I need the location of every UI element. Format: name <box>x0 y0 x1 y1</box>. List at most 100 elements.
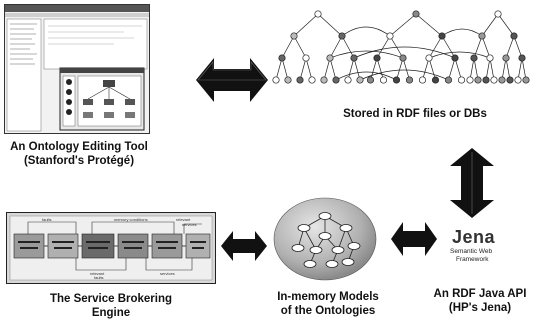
rdf-edge <box>353 57 361 81</box>
rdf-node <box>457 76 466 84</box>
rdf-edge <box>448 57 456 81</box>
memory-jena-double-arrow <box>391 222 437 256</box>
rdf-node <box>373 54 381 62</box>
rdf-edge <box>323 57 331 81</box>
rdf-node <box>498 76 506 84</box>
rdf-node <box>379 76 388 84</box>
rdf-arc <box>329 50 404 59</box>
rdf-edge <box>275 57 283 81</box>
rdf-node <box>466 76 474 84</box>
rdf-node <box>486 54 494 62</box>
rdf-node <box>502 54 510 62</box>
svg-text:faults: faults <box>42 217 52 222</box>
rdf-edge <box>497 13 515 37</box>
protege-rdf-double-arrow <box>196 58 268 102</box>
rdf-edge <box>402 57 410 81</box>
rdf-edge <box>341 35 355 59</box>
rdf-arc <box>359 69 449 81</box>
svg-text:faults: faults <box>94 275 104 280</box>
rdf-edge <box>281 35 295 59</box>
broker-memory-double-arrow <box>221 231 267 261</box>
rdf-node <box>412 10 420 18</box>
rdf-arc <box>428 51 491 59</box>
rdf-node <box>438 32 446 40</box>
broker-caption: The Service Brokering Engine <box>6 292 216 320</box>
protege-screenshot <box>4 4 150 134</box>
rdf-node <box>302 54 310 62</box>
inmemory-model-sphere <box>273 197 377 281</box>
rdf-node <box>510 32 518 40</box>
rdf-node <box>399 54 407 62</box>
rdf-edge <box>370 57 378 81</box>
rdf-node <box>474 76 482 84</box>
rdf-edge <box>473 35 483 59</box>
rdf-node <box>308 76 316 84</box>
rdf-graph <box>272 10 530 84</box>
rdf-node <box>344 76 352 84</box>
rdf-node <box>320 76 328 84</box>
svg-text:services: services <box>160 271 175 276</box>
rdf-caption: Stored in RDF files or DBs <box>343 108 487 120</box>
rdf-node <box>451 54 459 62</box>
jena-logo: Jena Semantic Web Framework <box>446 228 504 272</box>
rdf-edge <box>469 57 475 81</box>
rdf-node <box>490 76 498 84</box>
rdf-node <box>366 76 375 84</box>
rdf-node <box>296 76 304 84</box>
rdf-arc <box>335 71 397 81</box>
rdf-node <box>494 10 502 18</box>
rdf-edge <box>505 35 515 59</box>
protege-caption-line2: (Stanford's Protégé) <box>23 155 135 167</box>
svg-text:memory conditions: memory conditions <box>114 217 148 222</box>
rdf-edge <box>347 57 355 81</box>
rdf-arc <box>441 28 483 37</box>
rdf-node <box>386 32 394 40</box>
rdf-jena-double-arrow <box>450 148 494 218</box>
rdf-node <box>314 10 322 18</box>
inmemory-caption: In-memory Models of the Ontologies <box>268 290 388 318</box>
rdf-node <box>482 76 490 84</box>
rdf-arc <box>341 26 391 37</box>
rdf-edge <box>428 57 436 81</box>
jena-logo-sub1: Semantic Web <box>450 248 493 255</box>
rdf-edge <box>428 35 443 59</box>
rdf-node <box>425 54 433 62</box>
rdf-edge <box>473 57 479 81</box>
rdf-edge <box>501 57 507 81</box>
rdf-edge <box>376 35 391 59</box>
rdf-node <box>284 76 292 84</box>
rdf-node <box>506 76 514 84</box>
rdf-node <box>522 76 530 84</box>
rdf-node <box>470 54 478 62</box>
rdf-edge <box>293 13 319 37</box>
rdf-node <box>478 32 486 40</box>
rdf-edge <box>489 57 495 81</box>
rdf-edge <box>521 57 527 81</box>
rdf-node <box>332 76 340 84</box>
rdf-node <box>431 76 440 84</box>
broker-caption-line2: Engine <box>91 307 131 319</box>
inmemory-caption-line1: In-memory Models <box>277 291 379 303</box>
rdf-edge <box>293 35 307 59</box>
rdf-node <box>350 54 358 62</box>
rdf-edge <box>481 13 499 37</box>
rdf-node <box>290 32 298 40</box>
jena-logo-text: Jena <box>452 227 496 247</box>
rdf-edge <box>281 57 289 81</box>
rdf-edge <box>517 57 523 81</box>
broker-caption-line1: The Service Brokering <box>49 293 173 305</box>
rdf-node <box>326 54 334 62</box>
jena-caption-line2: (HP's Jena) <box>448 302 512 314</box>
rdf-node <box>356 76 364 84</box>
rdf-node <box>444 76 453 84</box>
rdf-edge <box>329 57 337 81</box>
rdf-node <box>418 76 427 84</box>
rdf-edge <box>396 57 404 81</box>
rdf-edge <box>389 13 417 37</box>
svg-text:services: services <box>182 222 197 227</box>
rdf-node <box>338 32 346 40</box>
rdf-edge <box>422 57 430 81</box>
rdf-edge <box>305 57 313 81</box>
jena-logo-subtitle: Semantic Web Framework <box>446 248 504 264</box>
